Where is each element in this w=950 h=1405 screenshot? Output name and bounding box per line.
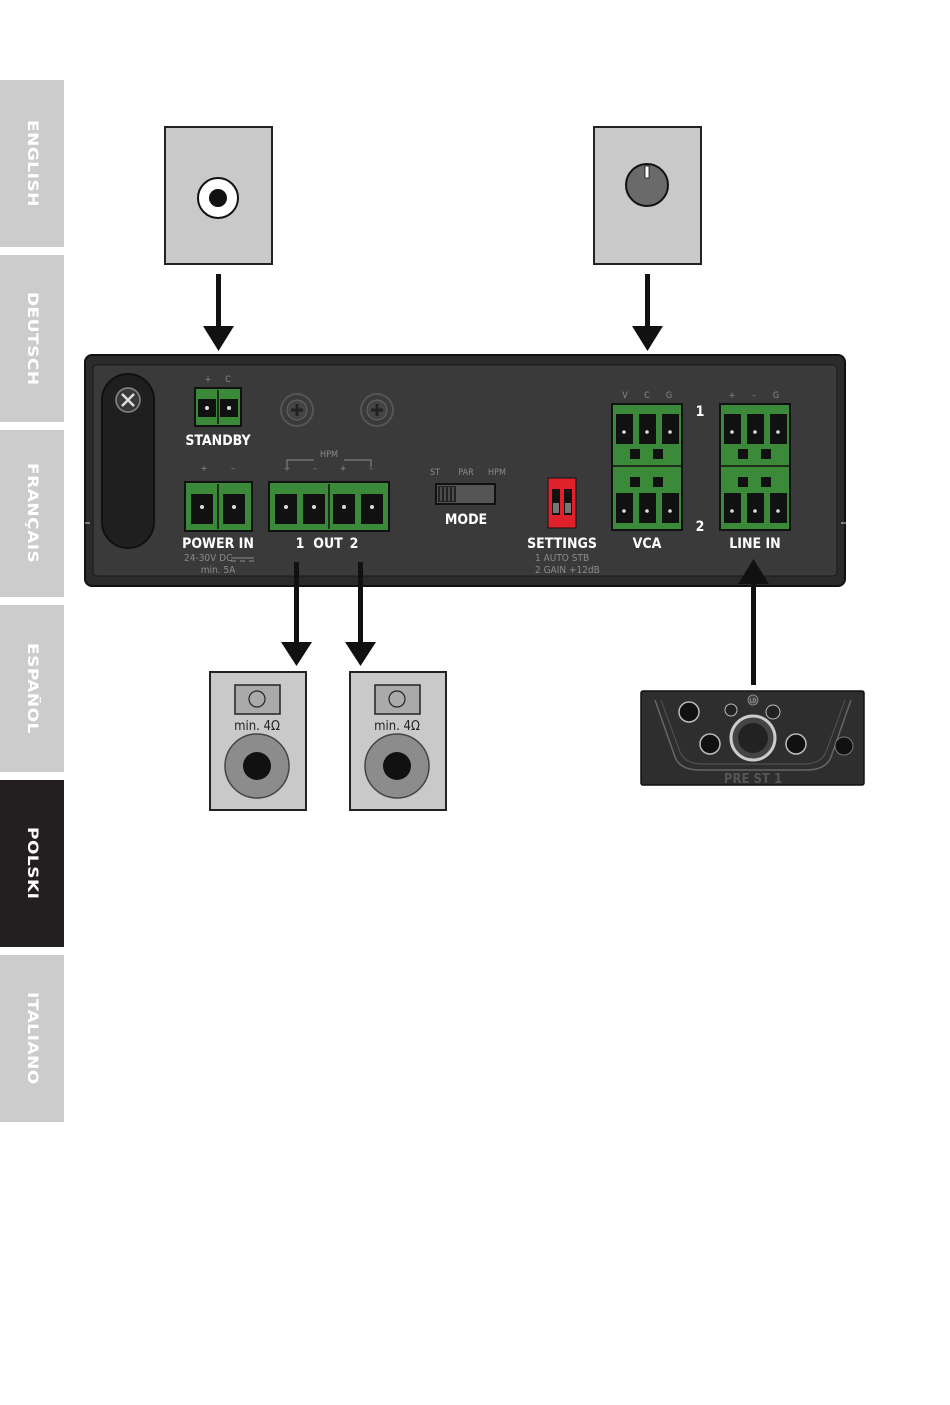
hpm-label: HPM bbox=[320, 450, 338, 460]
line-in-pin-plus: + bbox=[729, 391, 736, 401]
panel-screw-icon bbox=[361, 394, 393, 426]
arrow-vca bbox=[632, 274, 663, 351]
standby-pin-plus: + bbox=[205, 375, 212, 385]
preamp-knob-icon bbox=[679, 702, 699, 722]
vca-terminal[interactable]: V C G VCA bbox=[612, 391, 682, 552]
line-in-pin-minus: – bbox=[752, 391, 756, 401]
preamp-pre-st1: LD PRE ST 1 bbox=[641, 691, 864, 787]
preamp-bluetooth-icon bbox=[766, 705, 780, 719]
speaker-2: min. 4Ω bbox=[350, 672, 446, 810]
mode-option-st: ST bbox=[430, 468, 440, 478]
preamp-knob-icon bbox=[786, 734, 806, 754]
channel-1-indicator: 1 bbox=[696, 404, 705, 420]
vca-label: VCA bbox=[633, 536, 662, 552]
line-in-pin-g: G bbox=[773, 391, 779, 401]
out-pin-minus-2: – bbox=[369, 464, 373, 474]
line-in-label: LINE IN bbox=[729, 536, 780, 552]
mode-option-hpm: HPM bbox=[488, 468, 506, 478]
preamp-label: PRE ST 1 bbox=[724, 772, 782, 787]
out-channel-2-label: 2 bbox=[350, 536, 359, 552]
power-in-label: POWER IN bbox=[182, 536, 254, 552]
settings-option-2: 2 GAIN +12dB bbox=[535, 565, 600, 576]
speaker-2-impedance: min. 4Ω bbox=[374, 719, 420, 734]
vca-pin-v: V bbox=[622, 391, 628, 401]
vca-knob-detail bbox=[594, 127, 701, 264]
out-pin-plus-1: + bbox=[284, 464, 291, 474]
panel-screw-icon bbox=[281, 394, 313, 426]
settings-label: SETTINGS bbox=[527, 536, 597, 552]
standby-jack-detail bbox=[165, 127, 272, 264]
vca-pin-c: C bbox=[644, 391, 650, 401]
speaker-1: min. 4Ω bbox=[210, 672, 306, 810]
preamp-logo: LD bbox=[750, 699, 757, 705]
out-label: OUT bbox=[313, 536, 343, 552]
vca-pin-g: G bbox=[666, 391, 672, 401]
standby-label: STANDBY bbox=[185, 433, 251, 449]
preamp-knob-icon bbox=[700, 734, 720, 754]
standby-pin-c: C bbox=[225, 375, 231, 385]
power-in-spec-current: min. 5A bbox=[201, 565, 236, 576]
arrow-line-in bbox=[738, 559, 769, 685]
power-pin-minus: – bbox=[231, 464, 235, 474]
speaker-1-impedance: min. 4Ω bbox=[234, 719, 280, 734]
preamp-standby-button-icon bbox=[835, 737, 853, 755]
arrow-standby bbox=[203, 274, 234, 351]
out-pin-plus-2: + bbox=[340, 464, 347, 474]
out-pin-minus-1: – bbox=[313, 464, 317, 474]
mode-label: MODE bbox=[445, 512, 487, 528]
channel-2-indicator: 2 bbox=[696, 519, 705, 535]
power-pin-plus: + bbox=[201, 464, 208, 474]
mode-option-par: PAR bbox=[458, 468, 474, 478]
settings-option-1: 1 AUTO STB bbox=[535, 553, 589, 564]
line-in-terminal[interactable]: + – G LINE IN bbox=[720, 391, 790, 552]
power-in-spec-voltage: 24-30V DC bbox=[184, 553, 232, 564]
preamp-button-icon bbox=[725, 704, 737, 716]
out-channel-1-label: 1 bbox=[296, 536, 305, 552]
